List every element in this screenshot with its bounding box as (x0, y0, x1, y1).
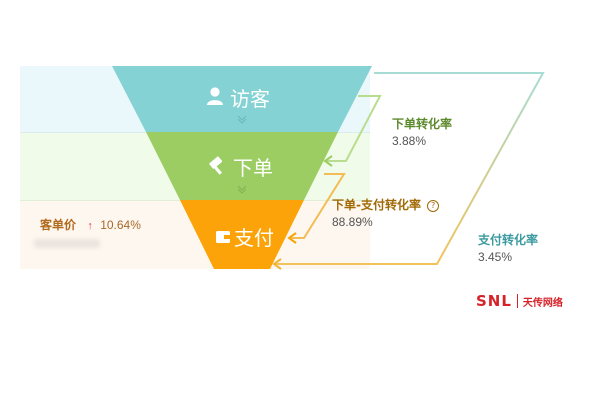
chevron-down-icon (237, 185, 247, 194)
wallet-icon (215, 226, 231, 250)
pay-rate: 支付转化率 3.45% (478, 232, 538, 265)
arrow-left-icon (272, 258, 282, 270)
aov-label: 客单价 (40, 218, 77, 232)
stage-label-order: 下单 (207, 155, 273, 180)
user-icon (206, 86, 224, 111)
pay-rate-name: 支付转化率 (478, 233, 539, 247)
arrow-left-icon (287, 232, 297, 244)
order-to-pay-rate: 下单-支付转化率 ? 88.89% (332, 197, 440, 230)
order-rate-connector (326, 95, 382, 162)
stage-label-pay: 支付 (215, 226, 274, 250)
divider (516, 294, 518, 308)
stage-label-text: 下单 (233, 155, 273, 180)
order-rate-name: 下单转化率 (392, 117, 453, 131)
gavel-icon (207, 155, 227, 180)
aov-change: 10.64% (100, 218, 141, 232)
chevron-down-icon (237, 115, 247, 124)
question-circle-icon[interactable]: ? (427, 199, 440, 212)
up-arrow-icon: ↑ (87, 220, 93, 232)
funnel-stage-order[interactable] (146, 132, 338, 200)
funnel-stage-pay[interactable] (180, 200, 304, 269)
order-to-pay-connector (290, 173, 346, 239)
stage-label-text: 访客 (230, 86, 270, 111)
funnel-stage-visitor[interactable] (112, 66, 372, 132)
brand-watermark: SNL 天传网络 (476, 292, 563, 310)
order-to-pay-value: 88.89% (332, 215, 373, 229)
brand-logo: SNL (476, 292, 512, 310)
order-rate-value: 3.88% (392, 134, 427, 148)
blurred-value (34, 239, 100, 248)
average-order-value: 客单价 ↑ 10.64% (40, 217, 141, 234)
order-to-pay-name: 下单-支付转化率 (332, 198, 421, 212)
arrow-left-icon (323, 155, 333, 167)
order-to-pay-name-row: 下单-支付转化率 ? (332, 197, 440, 213)
brand-name: 天传网络 (522, 297, 563, 309)
stage-label-visitor: 访客 (206, 86, 270, 111)
pay-rate-value: 3.45% (478, 250, 513, 264)
order-rate: 下单转化率 3.88% (392, 116, 452, 149)
stage-label-text: 支付 (234, 226, 274, 250)
pay-rate-connector (274, 72, 545, 265)
